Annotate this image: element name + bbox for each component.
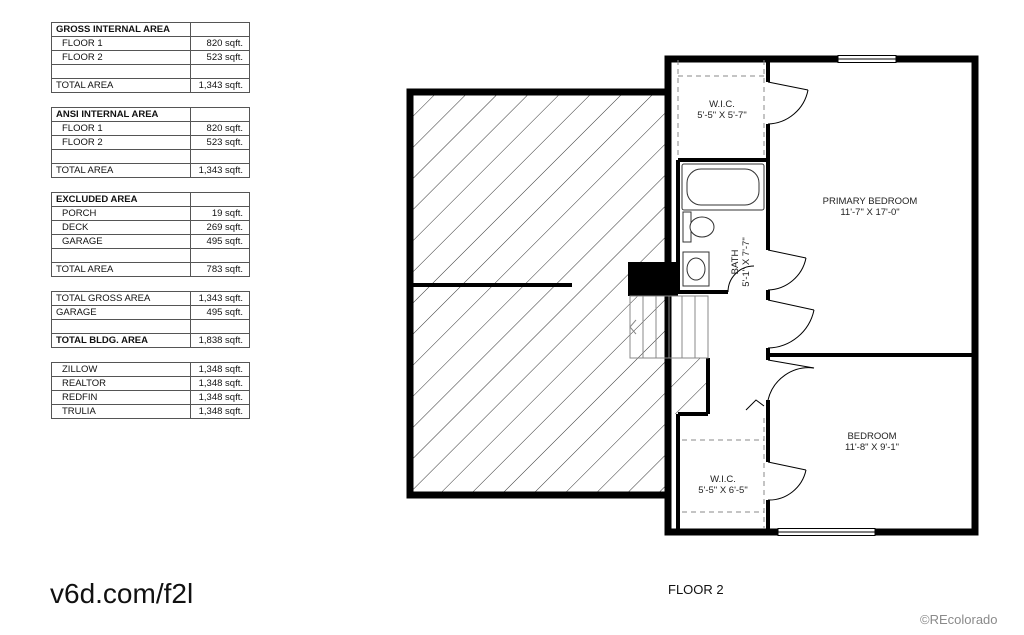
toilet-bowl: [689, 216, 715, 238]
excluded-area-hatch: [410, 92, 708, 495]
table-total-value: 1,343 sqft.: [190, 78, 250, 93]
windows: [777, 55, 897, 536]
watermark: ©REcolorado: [920, 612, 998, 627]
room-label-primary-bedroom: PRIMARY BEDROOM 11'-7" X 17'-0": [800, 196, 940, 218]
room-dims: 5'-5" X 5'-7": [697, 110, 747, 121]
table-total-value: 1,838 sqft.: [190, 333, 250, 348]
room-name: W.I.C.: [709, 99, 735, 110]
table-total-label: TOTAL AREA: [51, 163, 191, 178]
table-total-value: 1,343 sqft.: [190, 163, 250, 178]
doors: [727, 81, 815, 501]
table-row-label: TRULIA: [51, 404, 191, 419]
room-label-bedroom: BEDROOM 11'-8" X 9'-1": [810, 431, 934, 453]
room-label-bath: BATH 5'-1" X 7'-7": [730, 227, 752, 297]
staircase: [629, 295, 709, 359]
room-label-wic-top: W.I.C. 5'-5" X 5'-7": [686, 99, 758, 121]
stair-landing-block: [628, 262, 678, 296]
sink-basin: [686, 257, 706, 281]
table-total-label: TOTAL AREA: [51, 262, 191, 277]
room-label-wic-bottom: W.I.C. 5'-5" X 6'-5": [684, 474, 762, 496]
closet-shelf-lines: [677, 60, 765, 528]
table-row-value: 1,348 sqft.: [190, 404, 250, 419]
interior-walls: [676, 59, 975, 532]
table-total-value: 783 sqft.: [190, 262, 250, 277]
floor-title: FLOOR 2: [668, 582, 724, 597]
table-row-value: 1,343 sqft.: [190, 291, 250, 306]
room-name: W.I.C.: [710, 474, 736, 485]
table-row-value: 495 sqft.: [190, 234, 250, 249]
room-dims: 11'-7" X 17'-0": [840, 207, 900, 218]
short-url: v6d.com/f2l: [50, 578, 194, 609]
room-name: BEDROOM: [847, 431, 897, 442]
bathtub-basin: [686, 168, 760, 206]
room-dims: 5'-5" X 6'-5": [698, 485, 748, 496]
bath-fixtures: [681, 163, 765, 287]
room-name: BATH: [730, 249, 741, 275]
room-name: PRIMARY BEDROOM: [822, 196, 918, 207]
room-dims: 11'-8" X 9'-1": [844, 442, 900, 453]
exterior-walls: [664, 55, 979, 536]
room-dims: 5'-1" X 7'-7": [741, 237, 752, 287]
